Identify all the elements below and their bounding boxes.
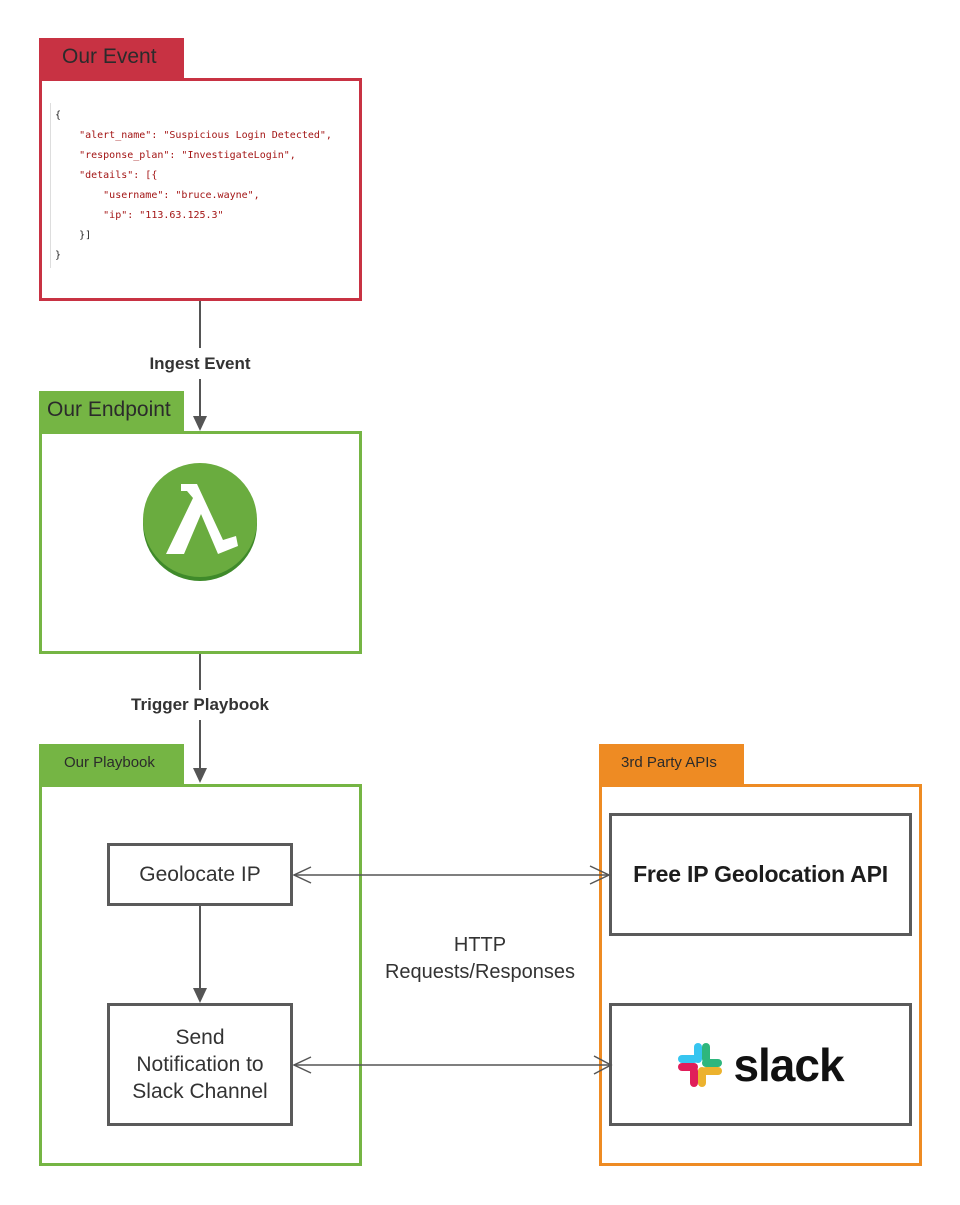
http-label: HTTP Requests/Responses xyxy=(360,932,600,986)
json-line: "username": "bruce.wayne", xyxy=(55,190,260,201)
send-notification-label: Send Notification to Slack Channel xyxy=(132,1024,267,1105)
send-line: Slack Channel xyxy=(132,1080,268,1103)
geolocation-api-label: Free IP Geolocation API xyxy=(633,861,888,887)
slack-wordmark: slack xyxy=(733,1038,844,1091)
geolocate-http-left-arrow xyxy=(292,866,312,884)
geolocate-to-send-arrowhead xyxy=(193,988,207,1003)
apis-tab: 3rd Party APIs xyxy=(599,744,744,784)
json-line: "response_plan": "InvestigateLogin", xyxy=(55,150,296,161)
slack-http-right-arrow xyxy=(593,1055,613,1075)
json-line: "ip": "113.63.125.3" xyxy=(55,209,224,223)
json-line: "alert_name": "Suspicious Login Detected… xyxy=(55,130,332,141)
ingest-event-label: Ingest Event xyxy=(149,354,251,373)
trigger-playbook-label: Trigger Playbook xyxy=(131,695,269,714)
http-label-line: HTTP xyxy=(453,934,507,956)
event-tab: Our Event xyxy=(39,38,184,78)
geolocate-ip-label: Geolocate IP xyxy=(139,863,261,886)
json-line: } xyxy=(55,250,62,261)
http-label-line: Requests/Responses xyxy=(384,961,576,983)
json-line: "details": [{ xyxy=(55,170,158,181)
geolocate-ip-step: Geolocate IP xyxy=(107,843,293,906)
slack-logo-icon xyxy=(678,1042,723,1087)
send-line: Notification to xyxy=(136,1053,264,1076)
json-line: "details": [{ xyxy=(55,169,157,183)
json-line: { xyxy=(55,110,62,121)
geolocate-http-right-arrow xyxy=(589,865,611,885)
slack-api-box: slack xyxy=(609,1003,912,1126)
json-line: }] xyxy=(55,230,92,241)
json-line: "response_plan": "InvestigateLogin", xyxy=(55,149,296,163)
json-line: "ip": "113.63.125.3" xyxy=(55,210,224,221)
send-line: Send xyxy=(175,1026,225,1049)
ingest-arrowhead xyxy=(193,416,207,431)
send-notification-step: Send Notification to Slack Channel xyxy=(107,1003,293,1126)
trigger-arrowhead xyxy=(193,768,207,783)
playbook-tab: Our Playbook xyxy=(39,744,184,784)
endpoint-tab: Our Endpoint xyxy=(39,391,184,431)
lambda-icon xyxy=(143,463,257,581)
json-line: "alert_name": "Suspicious Login Detected… xyxy=(55,129,332,143)
event-container xyxy=(39,78,362,301)
event-json-block: { "alert_name": "Suspicious Login Detect… xyxy=(50,103,351,268)
geolocation-api-box: Free IP Geolocation API xyxy=(609,813,912,936)
json-line: "username": "bruce.wayne", xyxy=(55,189,260,203)
slack-http-left-arrow xyxy=(292,1056,312,1074)
